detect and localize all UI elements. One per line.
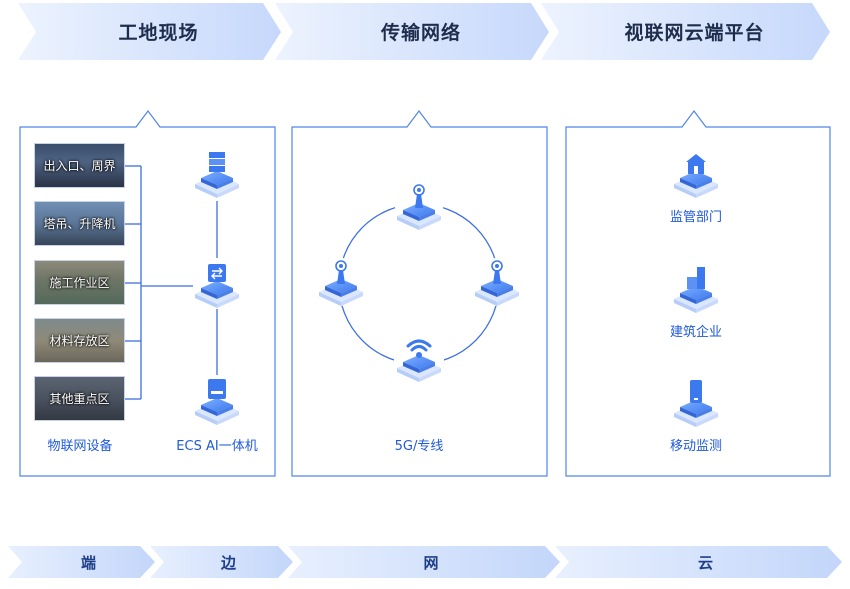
antenna-icon-right — [475, 260, 519, 306]
camera-label-crane: 塔吊、升降机 — [43, 217, 116, 231]
camera-photo-other: 其他重点区 — [34, 376, 125, 421]
panel-network-border — [291, 110, 548, 477]
ecs-ai-label: ECS AI一体机 — [176, 439, 258, 454]
camera-label-material: 材料存放区 — [49, 334, 110, 348]
stage-chevron-site — [18, 3, 281, 60]
camera-photo-entrance: 出入口、周界 — [34, 143, 125, 188]
stage-label-network: 传输网络 — [380, 22, 461, 44]
camera-label-entrance: 出入口、周界 — [43, 159, 116, 173]
camera-photo-crane: 塔吊、升降机 — [34, 201, 125, 246]
bottom-label-end: 端 — [80, 553, 96, 572]
camera-label-workzone: 施工作业区 — [49, 276, 110, 290]
bottom-chevron-network — [288, 546, 560, 578]
network-label: 5G/专线 — [394, 439, 444, 454]
cloud-label-regulator: 监管部门 — [669, 210, 722, 225]
camera-photo-workzone: 施工作业区 — [34, 260, 125, 305]
cloud-label-mobile: 移动监测 — [669, 439, 722, 454]
stage-label-cloud: 视联网云端平台 — [624, 22, 765, 44]
camera-photo-material: 材料存放区 — [34, 318, 125, 363]
switch-icon — [195, 264, 239, 308]
bottom-chevron-edge — [150, 546, 293, 578]
bottom-chevron-cloud — [555, 546, 842, 578]
bottom-label-edge: 边 — [220, 553, 236, 572]
server-icon — [195, 152, 239, 198]
bottom-label-network: 网 — [423, 553, 439, 572]
camera-label-other: 其他重点区 — [49, 392, 110, 406]
bottom-chevron-end — [8, 546, 155, 578]
iot-devices-label: 物联网设备 — [47, 439, 113, 454]
stage-label-site: 工地现场 — [118, 22, 199, 44]
stage-chevron-cloud — [541, 3, 830, 60]
phone-icon — [674, 380, 718, 427]
camera-connectors — [125, 165, 218, 400]
terminal-icon — [195, 379, 239, 425]
cloud-label-enterprise: 建筑企业 — [669, 325, 722, 340]
factory-icon — [674, 267, 718, 313]
bottom-label-cloud: 云 — [697, 553, 713, 572]
wifi-icon — [397, 339, 441, 382]
building-icon — [674, 154, 718, 198]
stage-chevron-network — [275, 3, 549, 60]
antenna-icon-top — [397, 184, 441, 230]
antenna-icon-left — [319, 260, 363, 306]
